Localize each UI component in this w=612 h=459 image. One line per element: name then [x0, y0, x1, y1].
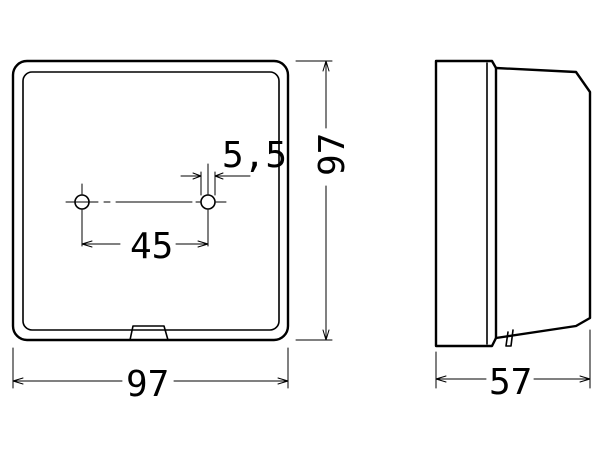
front-bottom-tab — [129, 325, 169, 341]
side-view: 57 — [434, 59, 592, 403]
dim-depth-label: 57 — [489, 362, 532, 403]
dim-45-label: 45 — [130, 226, 173, 267]
front-view: 45 5,5 97 97 — [11, 59, 353, 405]
dim-45-arrow-left — [81, 240, 93, 248]
dim-5-5-arrows — [192, 172, 224, 180]
dim-depth-arrows — [435, 375, 591, 383]
side-bottom-tab — [505, 329, 514, 347]
front-outer-housing — [11, 59, 290, 342]
dim-width-label: 97 — [126, 364, 169, 405]
side-lens-body — [494, 66, 592, 340]
mounting-hole-right — [200, 194, 216, 210]
dim-height-arrows — [322, 60, 330, 341]
front-inner-lens — [22, 71, 280, 331]
dim-45-arrow-right — [197, 240, 209, 248]
dim-width-arrows — [12, 377, 289, 385]
dim-5-5-label: 5,5 — [222, 135, 287, 176]
dim-height-label: 97 — [312, 133, 353, 176]
